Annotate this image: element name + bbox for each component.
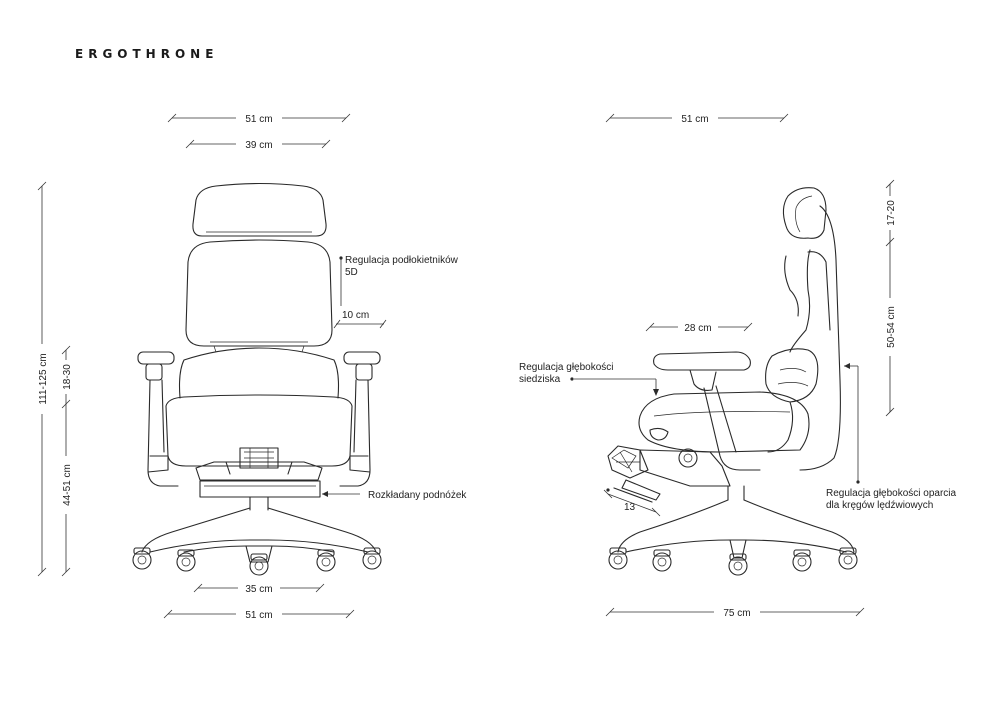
side-width-dimension: 51 cm (605, 111, 789, 125)
seat-depth-annotation: Regulacja głębokości siedziska (519, 362, 659, 396)
armrest-height-label: 10 cm (342, 310, 369, 321)
side-lumbar (765, 348, 819, 403)
front-backrest (185, 239, 333, 347)
backrest-height-dimension: 50-54 cm (882, 242, 898, 417)
front-casters (132, 547, 382, 576)
front-view: 51 cm 39 cm (34, 111, 467, 621)
side-mechanism (607, 427, 731, 487)
footrest-label: Rozkładany podnóżek (368, 490, 467, 501)
side-footrest: 13 (603, 479, 661, 517)
headrest-range-dimension: 17-20 (882, 179, 898, 247)
base-inner-dimension: 35 cm (193, 581, 325, 595)
armrest-label: Regulacja podłokietników (345, 255, 459, 266)
side-armrest (653, 351, 751, 371)
lumbar-annotation: Regulacja głębokości oparcia dla kręgów … (826, 363, 957, 511)
front-headrest (192, 182, 327, 237)
front-lumbar (178, 347, 340, 399)
front-width-dimension: 51 cm (167, 111, 351, 125)
seat-height-label: 44-51 cm (62, 464, 73, 506)
seat-depth-label: Regulacja głębokości (519, 362, 614, 373)
brand-logo: ERGOTHRONE (75, 47, 219, 61)
side-seat (638, 391, 810, 453)
seat-depth-label2: siedziska (519, 374, 561, 385)
front-footrest (199, 480, 321, 498)
backrest-width-dimension: 39 cm (185, 137, 331, 151)
armrest-label-5d: 5D (345, 267, 358, 278)
side-base (608, 485, 858, 576)
side-headrest (782, 187, 827, 239)
front-left-armrest (137, 351, 179, 487)
lumbar-label2: dla kręgów lędźwiowych (826, 500, 933, 511)
front-width-label: 51 cm (245, 114, 272, 125)
armrest-range-dimension: 18-30 (58, 345, 74, 409)
front-right-armrest (339, 351, 381, 487)
front-mechanism (195, 447, 323, 481)
armrest-annotation: Regulacja podłokietników 5D 10 cm (333, 255, 459, 329)
arm-depth-label: 28 cm (684, 323, 711, 334)
armrest-range-label: 18-30 (62, 364, 73, 390)
depth-total-dimension: 75 cm (605, 605, 865, 619)
footrest-ext-label: 13 (624, 502, 636, 513)
headrest-range-label: 17-20 (886, 200, 897, 226)
backrest-width-label: 39 cm (245, 140, 272, 151)
side-width-label: 51 cm (681, 114, 708, 125)
total-height-label: 111-125 cm (38, 353, 49, 404)
backrest-height-label: 50-54 cm (886, 306, 897, 348)
side-view: 51 cm (519, 111, 957, 619)
front-base (141, 507, 377, 563)
total-height-dimension: 111-125 cm (34, 181, 50, 577)
base-width-dimension: 51 cm (163, 607, 355, 621)
depth-total-label: 75 cm (723, 608, 750, 619)
base-width-label: 51 cm (245, 610, 272, 621)
side-backrest (799, 205, 841, 471)
front-seat (165, 394, 353, 467)
arm-depth-dimension: 28 cm (645, 320, 753, 334)
footrest-annotation: Rozkładany podnóżek (322, 490, 467, 501)
lumbar-label: Regulacja głębokości oparcia (826, 488, 957, 499)
seat-height-dimension: 44-51 cm (58, 404, 74, 577)
base-inner-label: 35 cm (245, 584, 272, 595)
